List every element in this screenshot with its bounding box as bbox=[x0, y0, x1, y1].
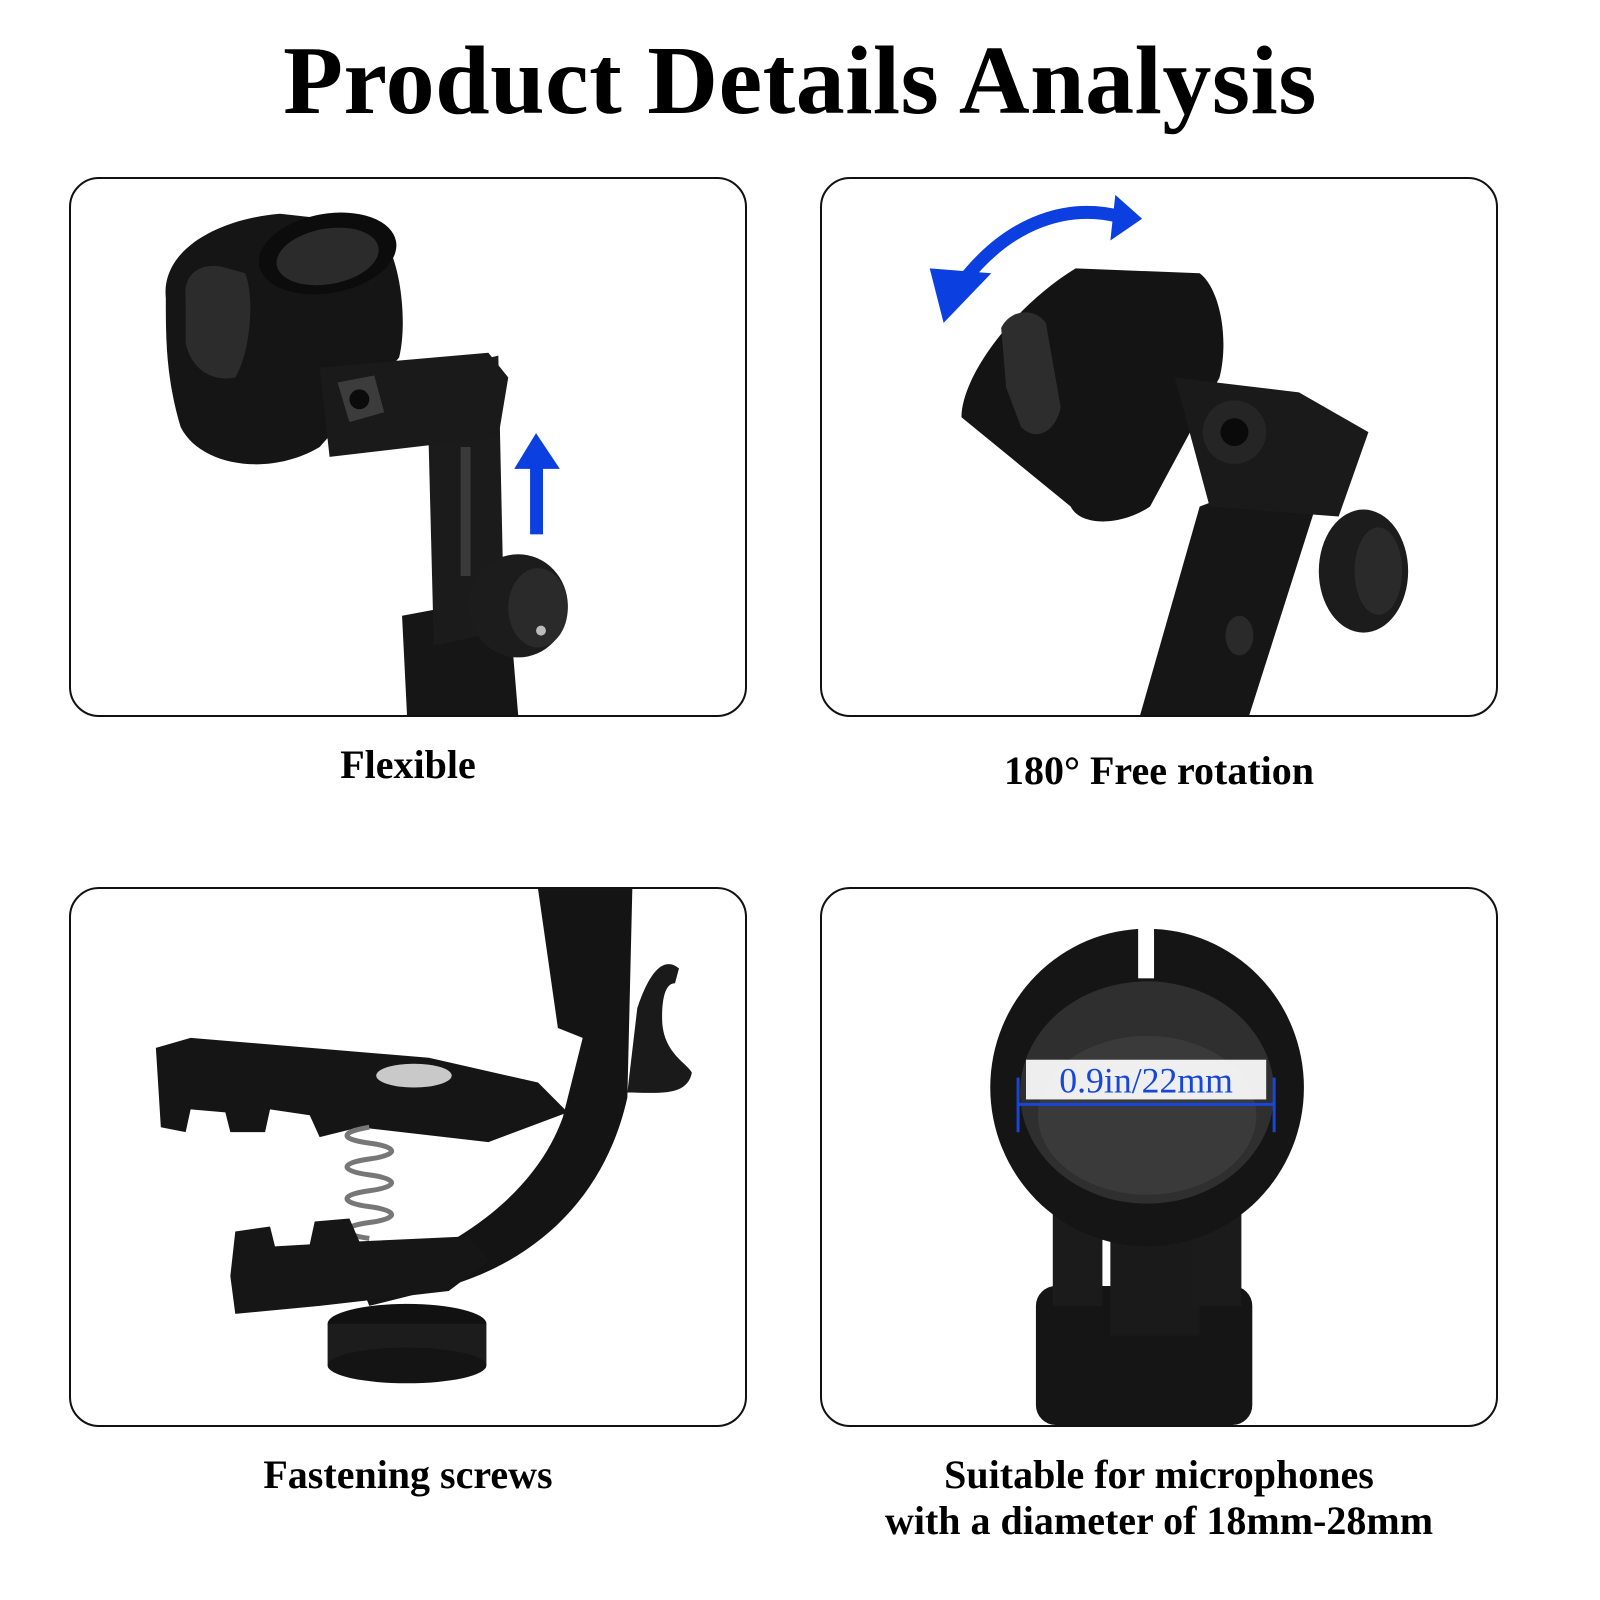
mic-clip-top-view-illustration: 0.9in/22mm bbox=[990, 913, 1304, 1425]
caption-diameter-line2: with a diameter of 18mm-28mm bbox=[884, 1498, 1434, 1543]
diameter-label: 0.9in/22mm bbox=[1059, 1060, 1233, 1100]
drum-clamp-illustration bbox=[155, 889, 692, 1384]
caption-diameter-line1: Suitable for microphones bbox=[944, 1452, 1374, 1497]
panel-diameter: 0.9in/22mm bbox=[820, 887, 1498, 1427]
arrow-up-icon bbox=[514, 433, 560, 535]
panel-fastening bbox=[69, 887, 747, 1427]
caption-diameter: Suitable for microphones with a diameter… bbox=[789, 1452, 1529, 1544]
mic-clip-extended-illustration bbox=[165, 212, 568, 715]
panel-rotation bbox=[820, 177, 1498, 717]
page-title: Product Details Analysis bbox=[283, 27, 1317, 135]
diameter-measurement-icon bbox=[1016, 1059, 1276, 1133]
caption-fastening: Fastening screws bbox=[263, 1452, 553, 1497]
panel-flexible bbox=[69, 177, 747, 717]
caption-flexible: Flexible bbox=[340, 742, 476, 787]
curved-double-arrow-icon bbox=[929, 194, 1143, 323]
caption-rotation: 180° Free rotation bbox=[1004, 748, 1314, 793]
mic-clip-rotated-illustration bbox=[929, 194, 1409, 715]
